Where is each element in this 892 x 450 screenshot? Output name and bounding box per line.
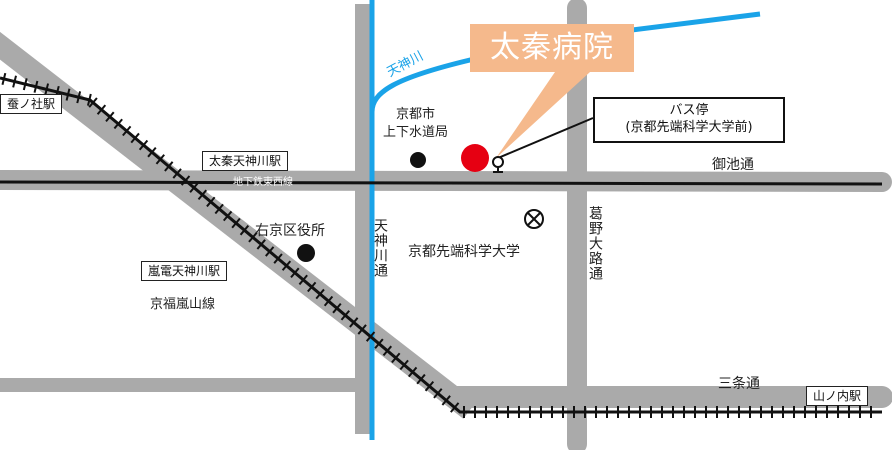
- bus-stop-icon: [492, 117, 594, 173]
- railway-tie: [197, 189, 208, 200]
- railway-tie: [307, 281, 317, 293]
- subway-line-label: 地下鉄東西線: [233, 177, 293, 188]
- railway-tie: [180, 175, 191, 186]
- railway-tie: [441, 395, 451, 406]
- railway-tie: [365, 331, 376, 342]
- railway-tie: [147, 146, 157, 158]
- randen-track: [0, 76, 882, 414]
- railway-tie: [76, 91, 82, 104]
- railway-tie: [1, 72, 7, 86]
- railway-tie: [130, 132, 140, 144]
- sewerage-bureau-marker: [410, 152, 426, 168]
- railway-tie: [86, 93, 92, 106]
- railway-tie: [407, 366, 418, 378]
- ward-office-label: 右京区役所: [255, 223, 325, 239]
- railway-tie: [214, 203, 224, 215]
- university-label: 京都先端科学大学: [408, 244, 520, 260]
- railway-tie: [256, 239, 266, 250]
- railway-tie: [155, 154, 165, 165]
- subway-tozai-line: [0, 180, 883, 186]
- railway-tie: [332, 302, 342, 314]
- railway-tie: [105, 111, 115, 122]
- sewerage-bureau-label-line1: 京都市: [396, 107, 436, 122]
- station-yamanouchi: 山ノ内駅: [806, 386, 869, 406]
- railway-tie: [22, 78, 28, 91]
- railway-tie: [281, 260, 292, 271]
- bus-stop-title: バス停: [669, 103, 709, 118]
- railway-tie: [239, 224, 250, 236]
- railway-tie: [273, 253, 283, 264]
- railway-tie: [450, 402, 460, 413]
- railway-tie: [231, 217, 241, 229]
- railway-tie: [65, 88, 71, 101]
- randen-line-label: 京福嵐山線: [150, 297, 216, 312]
- bus-stop-label: バス停 (京都先端科学大学前): [593, 97, 785, 143]
- railway-tie: [391, 352, 401, 364]
- railway-tie: [33, 80, 39, 93]
- railway-tie: [416, 373, 426, 385]
- railway-tie: [357, 324, 367, 335]
- oike-street-label: 御池通: [712, 157, 754, 173]
- randen-railway: [0, 72, 882, 418]
- railway-tie: [96, 104, 107, 115]
- railway-tie: [382, 345, 393, 356]
- callout-pointer: [496, 72, 590, 158]
- railway-ties: [1, 72, 872, 418]
- railway-tie: [323, 295, 334, 307]
- kadono-oji-street-label: 葛野大路通: [587, 206, 603, 281]
- railway-tie: [248, 232, 258, 243]
- ward-office-marker: [297, 244, 315, 262]
- railway-tie: [122, 125, 132, 137]
- railway-tie: [172, 168, 182, 179]
- station-randen-tenjingawa: 嵐電天神川駅: [141, 261, 228, 281]
- railway-tie: [298, 274, 308, 286]
- railway-tie: [433, 388, 443, 399]
- railway-tie: [189, 182, 199, 193]
- railway-tie: [12, 75, 17, 88]
- railway-tie: [315, 288, 325, 300]
- railway-tie: [349, 317, 359, 328]
- railway-tie: [164, 161, 174, 172]
- railway-tie: [113, 118, 123, 130]
- railway-tie: [424, 380, 435, 392]
- railway-tie: [44, 83, 50, 96]
- hospital-callout: 太秦病院: [470, 24, 634, 72]
- railway-tie: [206, 196, 216, 208]
- railway-tie: [88, 97, 98, 108]
- railway-tie: [340, 310, 350, 321]
- station-uzumasa-tenjingawa: 太秦天神川駅: [202, 151, 289, 171]
- railway-tie: [222, 210, 233, 222]
- road-oike: [0, 170, 892, 192]
- railway-tie: [399, 359, 409, 371]
- railway-tie: [265, 246, 275, 257]
- station-kaikonoyashiro: 蚕ノ社駅: [0, 94, 63, 114]
- tenjingawa-street-label: 天神川通: [372, 218, 388, 278]
- railway-tie: [290, 267, 300, 278]
- sewerage-bureau-label-line2: 上下水道局: [383, 125, 449, 140]
- bus-stop-subtitle: (京都先端科学大学前): [625, 119, 753, 135]
- railway-tie: [374, 338, 384, 349]
- university-symbol: [524, 209, 544, 229]
- hospital-marker: [461, 144, 489, 172]
- railway-tie: [138, 139, 149, 151]
- sanjo-street-label: 三条通: [718, 376, 760, 392]
